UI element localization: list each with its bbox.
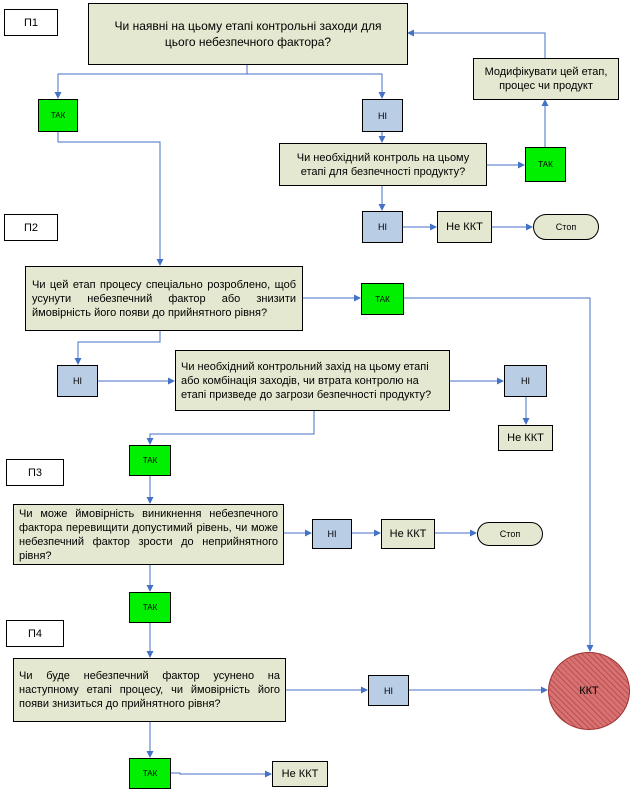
- modify-step-box: Модифікувати цей етап, процес чи продукт: [473, 58, 619, 100]
- question-q1b-text: Чи необхідний контроль на цьому етапі дл…: [296, 151, 470, 178]
- q1-yes-box: ТАК: [38, 99, 78, 132]
- q1b-no-box: НІ: [362, 211, 403, 243]
- stage-label-p2: П2: [4, 214, 58, 241]
- q2-yes-box: ТАК: [361, 283, 404, 315]
- question-q1-text: Чи наявні на цьому етапі контрольні захо…: [114, 19, 382, 49]
- question-q3: Чи може ймовірність виникнення небезпечн…: [13, 504, 284, 565]
- q2b-yes-box: ТАК: [129, 445, 171, 476]
- question-q1b: Чи необхідний контроль на цьому етапі дл…: [279, 143, 487, 186]
- question-q4-text: Чи буде небезпечний фактор усунено на на…: [19, 670, 280, 710]
- stage-label-p3: П3: [6, 459, 64, 486]
- q3-not-ccp-box: Не ККТ: [381, 519, 435, 549]
- question-q3-text: Чи може ймовірність виникнення небезпечн…: [19, 507, 278, 562]
- q2-no-box: НІ: [57, 365, 98, 397]
- q3-yes-box: ТАК: [129, 592, 171, 623]
- q1b-not-ccp-box: Не ККТ: [437, 211, 492, 243]
- question-q4: Чи буде небезпечний фактор усунено на на…: [13, 658, 286, 722]
- ccp-circle: ККТ: [548, 652, 630, 730]
- q2b-no-box: НІ: [504, 365, 547, 397]
- question-q2b: Чи необхідний контрольний захід на цьому…: [175, 350, 450, 411]
- question-q2-text: Чи цей етап процесу спеціально розроблен…: [32, 278, 296, 319]
- q3-stop-terminal: Стоп: [477, 522, 543, 546]
- q2b-not-ccp-box: Не ККТ: [498, 425, 553, 451]
- ccp-label: ККТ: [579, 685, 599, 697]
- q4-not-ccp-box: Не ККТ: [272, 761, 328, 787]
- q1b-yes-box: ТАК: [525, 147, 566, 182]
- stage-label-p1: П1: [4, 9, 58, 36]
- q3-no-box: НІ: [312, 519, 352, 549]
- q1b-stop-terminal: Стоп: [533, 214, 599, 240]
- q4-yes-box: ТАК: [129, 758, 171, 789]
- q1-no-box: НІ: [362, 99, 403, 132]
- q4-no-box: НІ: [368, 675, 409, 706]
- question-q2b-text: Чи необхідний контрольний захід на цьому…: [181, 360, 432, 401]
- modify-step-text: Модифікувати цей етап, процес чи продукт: [484, 66, 608, 92]
- question-q1: Чи наявні на цьому етапі контрольні захо…: [88, 3, 408, 65]
- stage-label-p4: П4: [6, 620, 64, 647]
- question-q2: Чи цей етап процесу спеціально розроблен…: [25, 266, 303, 331]
